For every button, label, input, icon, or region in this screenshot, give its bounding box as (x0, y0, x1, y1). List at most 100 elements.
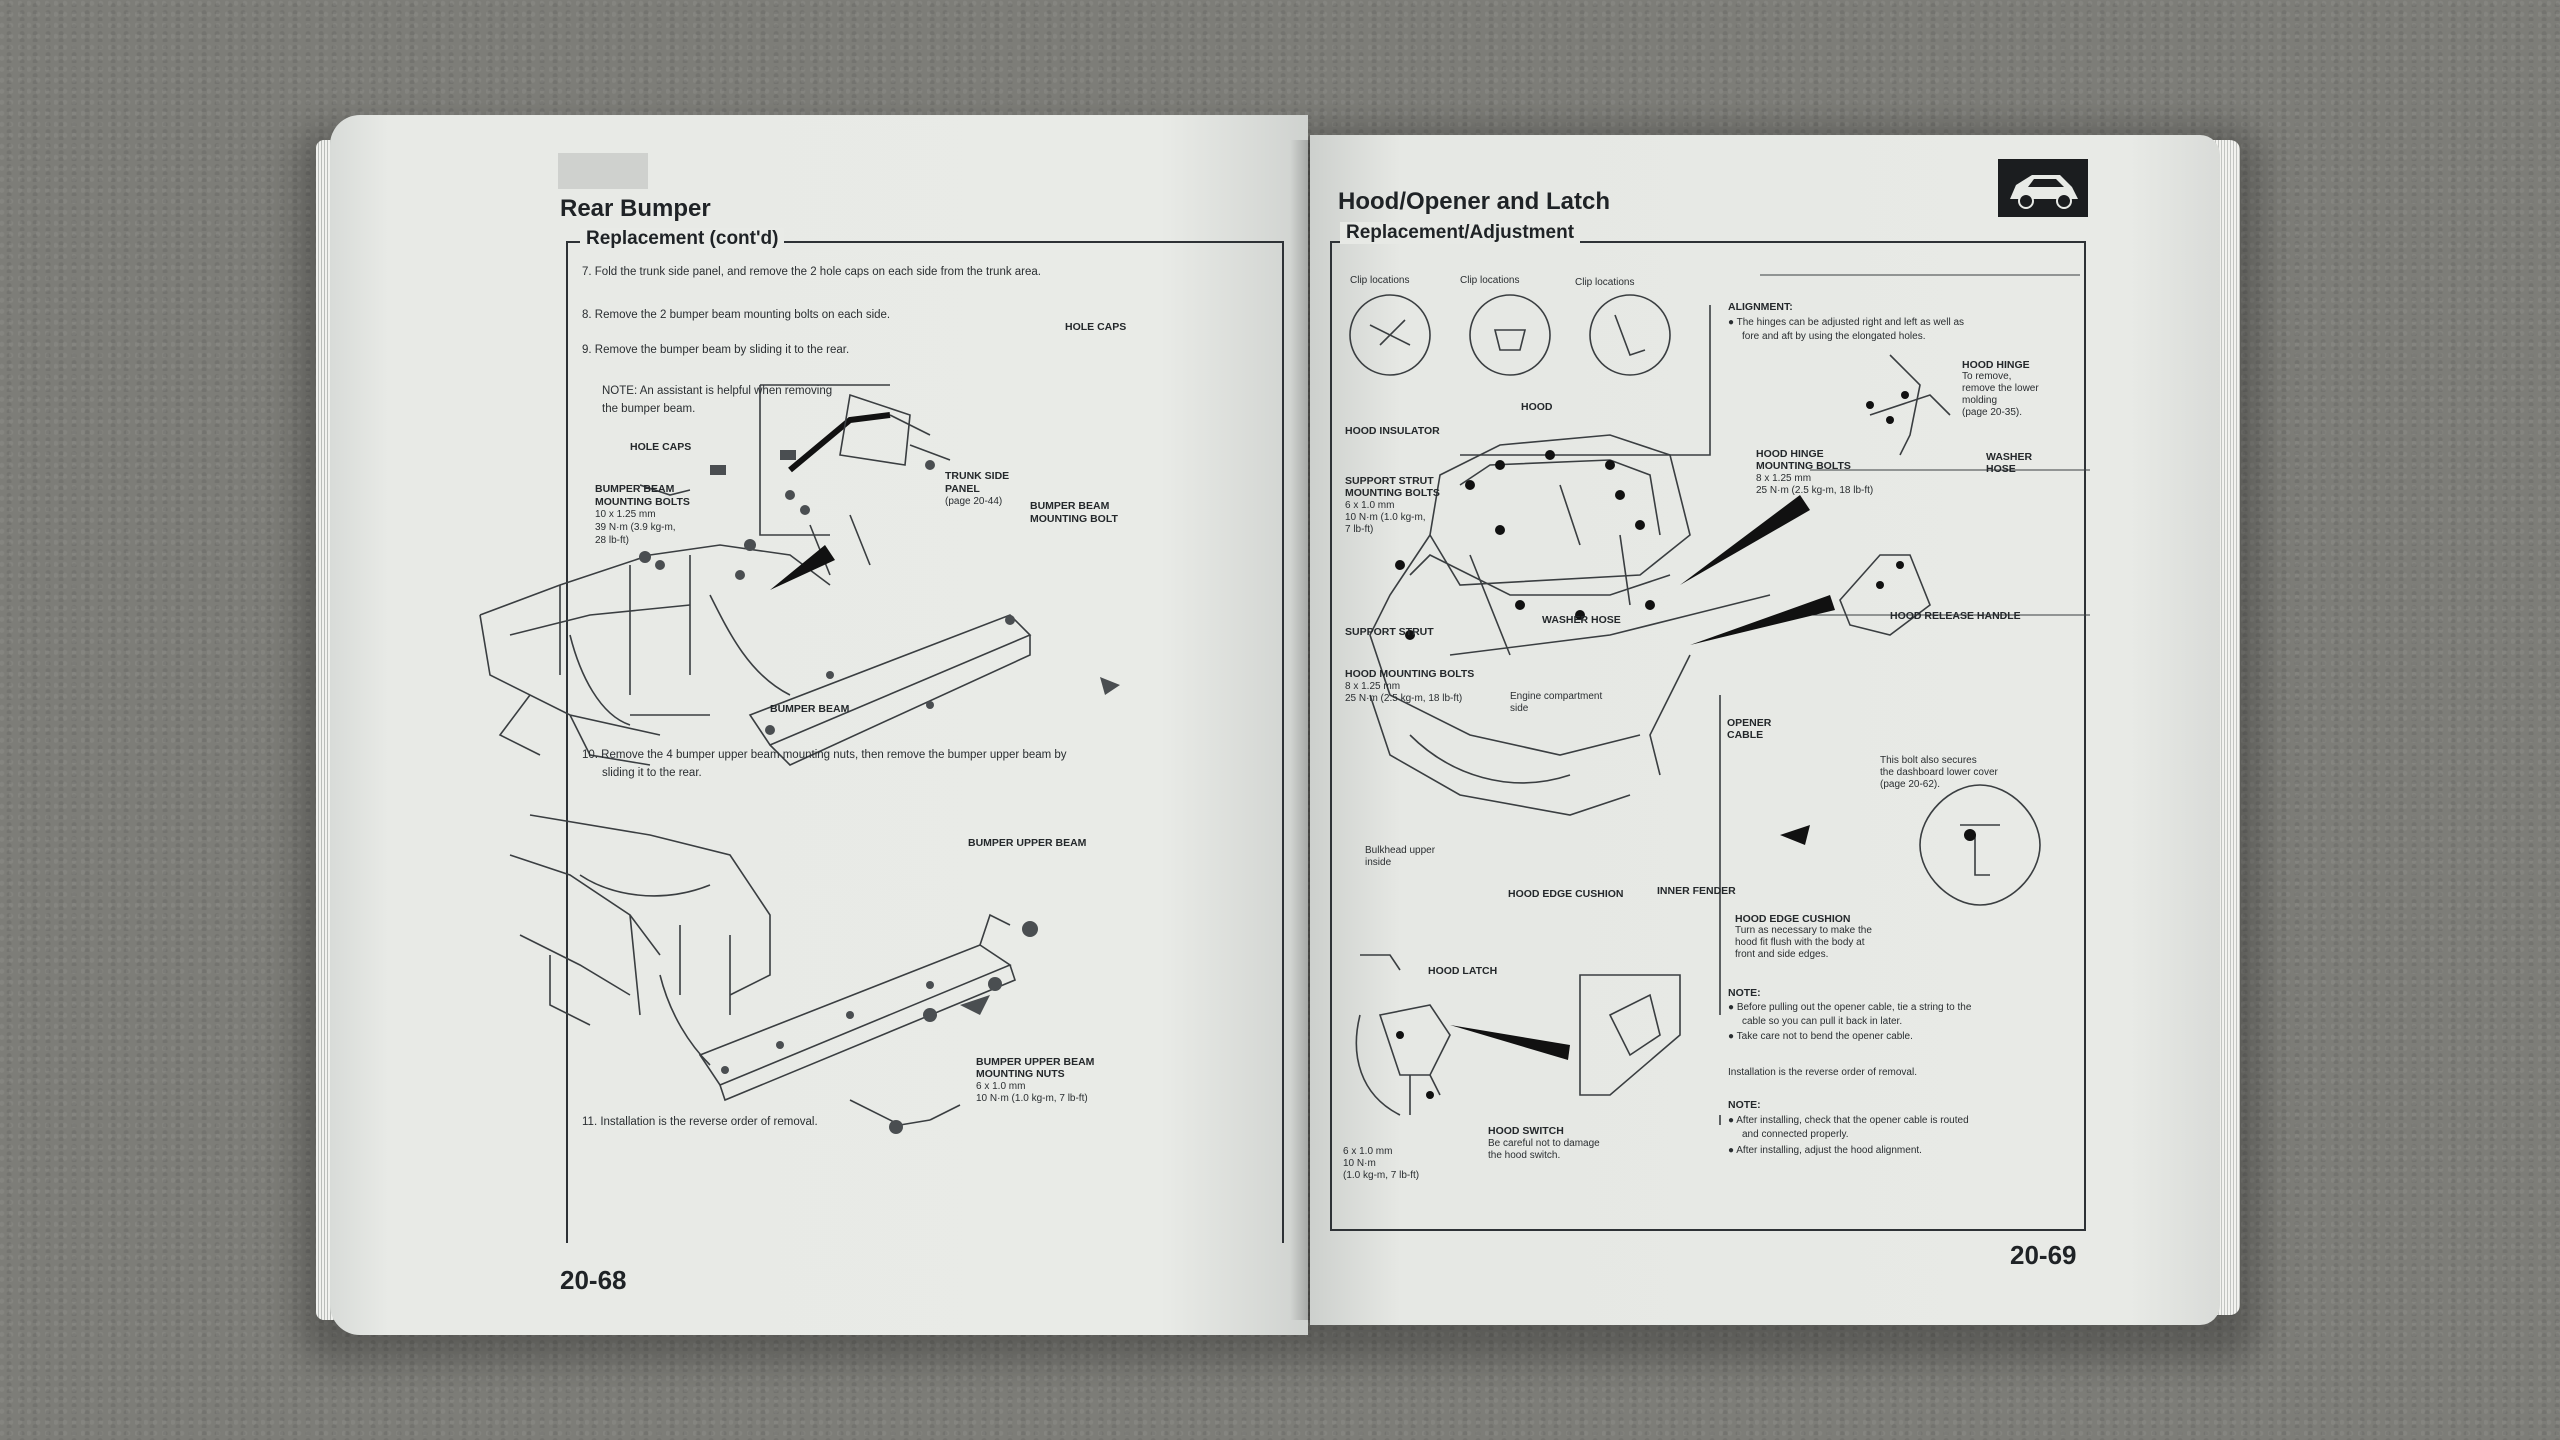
label-washer-hose: WASHER HOSE (1542, 614, 1621, 626)
label-hinge-3: remove the lower (1962, 383, 2039, 394)
note-line-1: NOTE: An assistant is helpful when remov… (602, 385, 833, 397)
left-page-title: Rear Bumper (560, 195, 711, 222)
note-1-c: ● Take care not to bend the opener cable… (1728, 1031, 1913, 1042)
label-inner-fender: INNER FENDER (1657, 885, 1736, 897)
alignment-line-2: fore and aft by using the elongated hole… (1742, 331, 1926, 342)
label-cushion-3: hood fit flush with the body at (1735, 937, 1865, 948)
label-hood-edge-cushion: HOOD EDGE CUSHION (1508, 888, 1624, 900)
label-bbmb-2: MOUNTING BOLT (1030, 513, 1118, 525)
label-switch-2: Be careful not to damage (1488, 1138, 1600, 1149)
label-trunk-2: PANEL (945, 483, 980, 495)
right-page-title: Hood/Opener and Latch (1338, 188, 1611, 215)
label-support-strut: SUPPORT STRUT (1345, 626, 1434, 638)
label-hinge-2: To remove, (1962, 371, 2012, 382)
right-frame (1330, 241, 2086, 1231)
label-bbmb-1: BUMPER BEAM (1030, 500, 1110, 512)
label-bolts-4: 39 N·m (3.9 kg-m, (595, 522, 676, 533)
label-latch-3: (1.0 kg-m, 7 lb-ft) (1343, 1170, 1420, 1181)
label-opener-1: OPENER (1727, 717, 1772, 729)
label-latch-2: 10 N·m (1343, 1158, 1376, 1169)
left-page-number: 20-68 (560, 1265, 627, 1295)
step-10-line-1: 10. Remove the 4 bumper upper beam mount… (582, 749, 1067, 761)
label-trunk-1: TRUNK SIDE (945, 470, 1010, 482)
left-frame (566, 241, 1284, 1243)
label-bolts-2: MOUNTING BOLTS (595, 496, 690, 508)
clip-label-3: Clip locations (1575, 277, 1635, 288)
bumper-beam-diagram (479, 384, 1120, 766)
label-hole-caps-b: HOLE CAPS (630, 441, 692, 453)
label-washer-1: WASHER (1986, 451, 2033, 463)
label-cushion-1: HOOD EDGE CUSHION (1735, 913, 1851, 925)
label-nuts-1: BUMPER UPPER BEAM (976, 1056, 1095, 1068)
label-upper-beam: BUMPER UPPER BEAM (968, 837, 1087, 849)
label-bulkhead-2: inside (1365, 857, 1392, 868)
label-engine-2: side (1510, 703, 1529, 714)
label-hinge-1: HOOD HINGE (1962, 359, 2030, 371)
label-switch-1: HOOD SWITCH (1488, 1125, 1564, 1137)
label-opener-2: CABLE (1727, 729, 1764, 741)
label-hmb-1: HOOD MOUNTING BOLTS (1345, 668, 1475, 680)
label-cushion-2: Turn as necessary to make the (1735, 925, 1872, 936)
note-1-title: NOTE: (1728, 987, 1761, 999)
label-release-3: (page 20-62). (1880, 779, 1941, 790)
clip-label-1: Clip locations (1350, 275, 1410, 286)
label-nuts-4: 10 N·m (1.0 kg-m, 7 lb-ft) (976, 1093, 1088, 1104)
label-bulkhead-1: Bulkhead upper (1365, 845, 1436, 856)
step-11: 11. Installation is the reverse order of… (582, 1116, 818, 1128)
label-hood-latch: HOOD LATCH (1428, 965, 1498, 977)
label-switch-3: the hood switch. (1488, 1150, 1561, 1161)
label-latch-1: 6 x 1.0 mm (1343, 1146, 1393, 1157)
left-section-title: Replacement (cont'd) (580, 228, 785, 250)
alignment-title: ALIGNMENT: (1728, 301, 1793, 313)
label-bolts-5: 28 lb-ft) (595, 535, 629, 546)
label-hhmb-3: 8 x 1.25 mm (1756, 473, 1812, 484)
label-ssmb-3: 6 x 1.0 mm (1345, 500, 1395, 511)
note-1-a: ● Before pulling out the opener cable, t… (1728, 1002, 1972, 1013)
label-ssmb-4: 10 N·m (1.0 kg-m, (1345, 512, 1426, 523)
tab-marker (558, 153, 648, 189)
label-release-1: This bolt also secures (1880, 755, 1977, 766)
label-hhmb-4: 25 N·m (2.5 kg-m, 18 lb-ft) (1756, 485, 1874, 496)
right-section-title: Replacement/Adjustment (1340, 222, 1581, 244)
label-nuts-3: 6 x 1.0 mm (976, 1081, 1026, 1092)
label-hhmb-1: HOOD HINGE (1756, 448, 1824, 460)
right-page-number: 20-69 (2010, 1240, 2077, 1270)
clip-label-2: Clip locations (1460, 275, 1520, 286)
label-hmb-3: 25 N·m (2.5 kg-m, 18 lb-ft) (1345, 693, 1463, 704)
label-ssmb-2: MOUNTING BOLTS (1345, 487, 1440, 499)
label-hmb-2: 8 x 1.25 mm (1345, 681, 1401, 692)
step-10-line-2: sliding it to the rear. (602, 767, 702, 779)
label-release-2: the dashboard lower cover (1880, 767, 1998, 778)
car-body-icon (1998, 159, 2088, 217)
right-page: Hood/Opener and Latch Replacement/Adjust… (1310, 135, 2220, 1325)
step-9: 9. Remove the bumper beam by sliding it … (582, 344, 850, 356)
label-bumper-beam: BUMPER BEAM (770, 703, 850, 715)
note-2-c: ● After installing, adjust the hood alig… (1728, 1145, 1922, 1156)
label-cushion-4: front and side edges. (1735, 949, 1829, 960)
label-release-handle: HOOD RELEASE HANDLE (1890, 610, 2021, 622)
left-page: Rear Bumper Replacement (cont'd) 7. Fold… (330, 115, 1308, 1335)
note-1-b: cable so you can pull it back in later. (1742, 1016, 1903, 1027)
label-trunk-3: (page 20-44) (945, 496, 1003, 507)
label-engine-1: Engine compartment (1510, 691, 1603, 702)
label-bolts-3: 10 x 1.25 mm (595, 509, 656, 520)
label-hood: HOOD (1521, 401, 1553, 413)
step-7: 7. Fold the trunk side panel, and remove… (582, 266, 1041, 278)
note-2-title: NOTE: (1728, 1099, 1761, 1111)
label-nuts-2: MOUNTING NUTS (976, 1068, 1065, 1080)
label-hood-insulator: HOOD INSULATOR (1345, 425, 1440, 437)
upper-beam-diagram (509, 814, 1038, 1134)
install-note: Installation is the reverse order of rem… (1728, 1067, 1917, 1078)
alignment-line-1: ● The hinges can be adjusted right and l… (1728, 317, 1965, 328)
step-8: 8. Remove the 2 bumper beam mounting bol… (582, 309, 891, 321)
hood-diagram (1349, 274, 2090, 1125)
note-line-2: the bumper beam. (602, 403, 696, 415)
label-bolts-1: BUMPER BEAM (595, 483, 675, 495)
note-2-a: ● After installing, check that the opene… (1728, 1115, 1969, 1126)
note-2-b: and connected properly. (1742, 1129, 1849, 1140)
label-hinge-5: (page 20-35). (1962, 407, 2023, 418)
label-hole-caps-a: HOLE CAPS (1065, 321, 1127, 333)
label-ssmb-1: SUPPORT STRUT (1345, 475, 1434, 487)
label-hinge-4: molding (1962, 395, 1998, 406)
label-ssmb-5: 7 lb-ft) (1345, 524, 1374, 535)
